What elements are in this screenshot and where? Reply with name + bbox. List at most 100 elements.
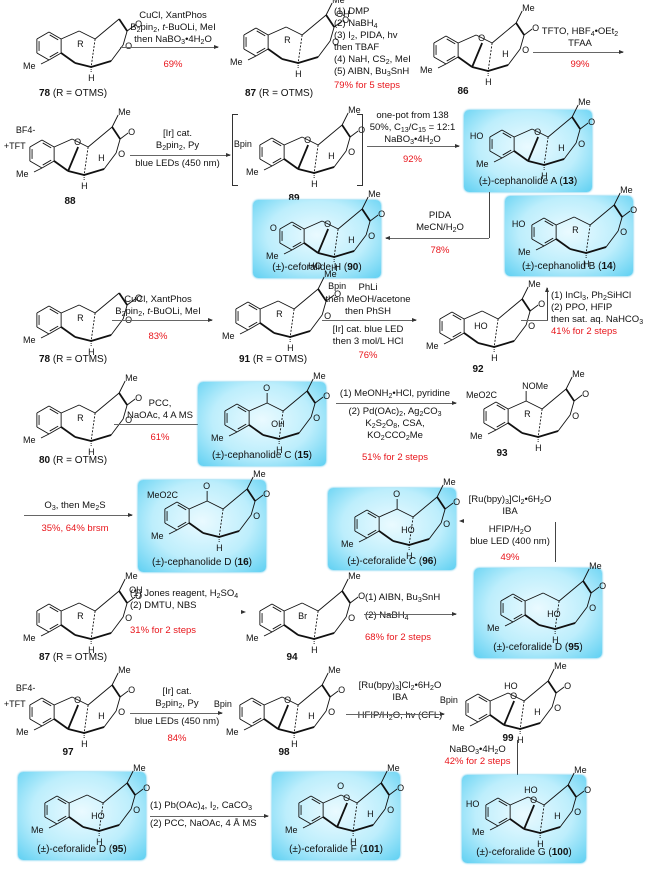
compound-label-97: 97 (62, 747, 74, 758)
ring-bond (48, 326, 62, 335)
double-bond (272, 157, 282, 164)
methyl-label: Me (23, 633, 36, 643)
compound-label-80: 80 (R = OTMS) (38, 455, 108, 466)
ring-oxygen: O (328, 707, 335, 717)
bond (317, 40, 331, 58)
methyl-label: Me (246, 633, 259, 643)
hydrogen-label: H (583, 259, 590, 269)
ring-bond (439, 332, 453, 341)
product-box-ceforalide-c (328, 488, 456, 570)
ring-bond (451, 311, 465, 320)
methyl-label: Me (578, 97, 591, 107)
bond (263, 696, 283, 706)
double-bond (248, 304, 258, 311)
bond (313, 610, 319, 640)
double-bond (49, 34, 59, 41)
bond (582, 568, 590, 582)
wedge-bond (489, 714, 505, 726)
ring-oxygen: O (368, 231, 375, 241)
wedge-bond (555, 238, 571, 250)
hydrogen-label: H (331, 263, 338, 273)
methyl-label: Me (426, 341, 439, 351)
step2-yield: 79% for 5 steps (334, 80, 401, 91)
wedge-bond (53, 160, 69, 172)
carbonyl-oxygen: O (532, 23, 539, 33)
product-box-ceforalide-h (253, 200, 381, 278)
bond (493, 318, 499, 348)
bpin-label: Bpin (234, 139, 252, 149)
bond (523, 680, 549, 702)
methyl-label: Me (554, 661, 567, 671)
condition-line: then NaBO3•4H2O (134, 34, 212, 46)
r-group-label: R (77, 413, 84, 423)
ring-bond (56, 795, 70, 804)
methyl-label: Me (23, 335, 36, 345)
bond (333, 150, 347, 168)
bond (541, 388, 567, 410)
ring-oxygen: O (125, 41, 132, 51)
condition-line: NaBO3•4H2O (449, 744, 506, 756)
bond (266, 402, 284, 412)
methyl-label: Me (118, 107, 131, 117)
bond (267, 26, 287, 36)
bond (573, 216, 591, 226)
bond (525, 400, 543, 410)
double-bond (177, 521, 187, 528)
bond (222, 488, 248, 510)
condition-line: CuCl, XantPhos (139, 10, 207, 21)
wedge-bond (537, 430, 559, 438)
ring-bond (243, 27, 257, 36)
hydroxyl-label: HO (474, 321, 488, 331)
bond (388, 788, 398, 796)
ketone-label: O (393, 489, 400, 499)
wedge-bond (524, 614, 540, 626)
ring-bond (224, 424, 238, 433)
bond (254, 494, 264, 502)
wedge-bond (188, 522, 204, 534)
bond (303, 220, 323, 230)
ring-bond (48, 305, 62, 314)
bond (263, 631, 273, 637)
bond (126, 398, 136, 406)
carbonyl-oxygen: O (630, 205, 637, 215)
methyl-label: Me (16, 169, 29, 179)
ring-bond (512, 593, 526, 602)
bond (283, 136, 303, 146)
bond (115, 696, 121, 712)
ring-bond (271, 137, 285, 146)
ring-oxygen: O (125, 415, 132, 425)
bond (94, 18, 120, 40)
bond (337, 208, 363, 230)
carbonyl-oxygen: O (588, 117, 595, 127)
ring-bond (41, 160, 55, 169)
bond (239, 329, 249, 335)
ring-bond (366, 530, 380, 539)
hydroxyl-label: OH (336, 9, 350, 19)
tft-label: +TFT (4, 141, 26, 151)
condition-line: 50%, C13/C15 = 12:1 (369, 122, 456, 134)
ring-bond (485, 818, 499, 827)
wedge-bond (408, 538, 430, 546)
bond (119, 132, 129, 140)
compound-label-94: 94 (286, 652, 298, 663)
hydrogen-label: H (485, 77, 492, 87)
bond (301, 14, 327, 36)
bond (281, 696, 299, 706)
double-bond (272, 623, 282, 630)
ether-oxygen: O (74, 137, 81, 147)
bond (491, 22, 517, 44)
hydrogen-label: H (534, 707, 541, 717)
bond (309, 314, 323, 332)
bond (277, 300, 295, 310)
bond (283, 249, 293, 255)
wedge-bond (90, 60, 112, 68)
methyl-label: Me (324, 269, 337, 279)
ring-bond (236, 403, 250, 412)
bond (507, 692, 525, 702)
bond (559, 810, 573, 828)
bond (333, 616, 347, 634)
double-bond (256, 30, 266, 37)
